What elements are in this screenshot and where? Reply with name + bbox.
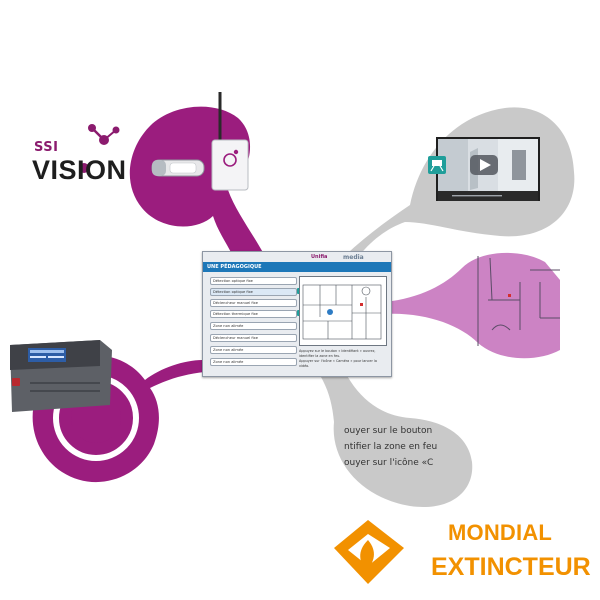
- caption-line: ouyer sur l'icône «C: [344, 458, 434, 468]
- caption-line: ntifier la zone en feu: [344, 442, 438, 452]
- zone-button[interactable]: Zone non alimée: [210, 358, 297, 366]
- plan-zoom-lines: [477, 256, 560, 346]
- grey-bottom-blob: [318, 372, 473, 507]
- panel-title: UNE PÉDAGOGIQUE: [203, 262, 391, 272]
- logo-mondial: MONDIAL: [448, 520, 553, 545]
- usb-dongle-icon: [151, 159, 205, 177]
- software-window: Unifia media UNE PÉDAGOGIQUE Détection o…: [202, 251, 392, 377]
- panel-logo-right: media: [343, 254, 364, 261]
- brand-mark-icon: [79, 124, 120, 173]
- brand-logo: SSI VISION: [28, 120, 128, 185]
- wireless-module-icon: [211, 92, 249, 191]
- zone-button[interactable]: Déclencheur manuel fixe: [210, 299, 297, 307]
- logo-extincteur: EXTINCTEUR: [431, 553, 591, 581]
- zone-button[interactable]: Détection optique fixe: [210, 288, 297, 296]
- floor-plan[interactable]: [299, 276, 387, 346]
- zone-button[interactable]: Déclencheur manuel fixe: [210, 334, 297, 342]
- fire-control-panel-icon: [10, 340, 112, 412]
- zone-button[interactable]: Zone non alimée: [210, 346, 297, 354]
- brand-vision: VISION: [32, 155, 127, 185]
- zoomed-instruction: ouyer sur le bouton ntifier la zone en f…: [342, 423, 454, 483]
- caption-line: ouyer sur le bouton: [344, 426, 433, 436]
- camera-icon[interactable]: [428, 156, 446, 174]
- pink-right-blob: [385, 252, 560, 359]
- zone-button[interactable]: Détection thermique fixe: [210, 310, 297, 318]
- mondial-flame-logo-icon: [334, 520, 404, 584]
- video-play-button[interactable]: [470, 155, 498, 175]
- panel-description: Appuyez sur le bouton « Identifiant » ou…: [299, 349, 377, 368]
- panel-logo-left: Unifia: [311, 254, 328, 260]
- zone-button[interactable]: Zone non alimée: [210, 322, 297, 330]
- brand-ssi: SSI: [34, 140, 59, 155]
- zone-button[interactable]: Détection optique fixe: [210, 277, 297, 285]
